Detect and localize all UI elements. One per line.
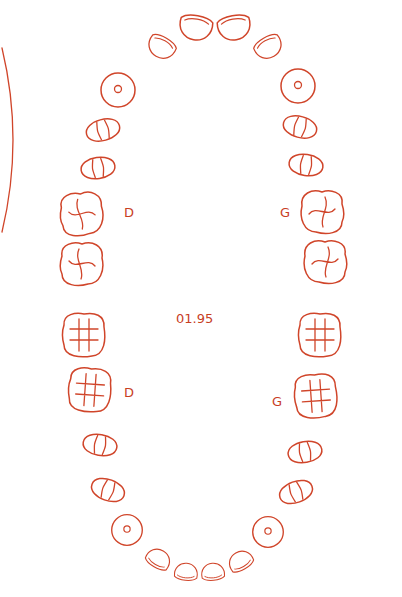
- premolar-tooth: [84, 115, 122, 144]
- incisor-tooth: [216, 13, 252, 43]
- incisor-tooth: [201, 562, 225, 581]
- molar-tooth: [67, 367, 112, 413]
- molar-tooth: [299, 313, 341, 356]
- premolar-tooth: [288, 152, 325, 178]
- canine-tooth: [281, 69, 315, 103]
- incisor-tooth: [143, 545, 173, 573]
- molar-tooth: [63, 313, 105, 356]
- incisor-tooth: [144, 31, 178, 63]
- incisor-tooth: [178, 13, 214, 43]
- premolar-tooth: [81, 432, 118, 459]
- molar-tooth: [60, 243, 103, 286]
- date-label: 01.95: [176, 312, 213, 325]
- arch-bracket: [2, 48, 13, 232]
- incisor-tooth: [225, 547, 255, 575]
- premolar-tooth: [80, 155, 117, 181]
- incisor-tooth: [252, 31, 286, 63]
- premolar-tooth: [286, 439, 323, 466]
- molar-tooth: [58, 191, 104, 237]
- molar-tooth: [301, 191, 344, 234]
- premolar-tooth: [281, 112, 319, 141]
- side-label: G: [272, 395, 282, 408]
- side-label: D: [124, 386, 134, 399]
- side-label: D: [124, 206, 134, 219]
- incisor-tooth: [174, 562, 198, 581]
- molar-tooth: [293, 373, 338, 419]
- premolar-tooth: [276, 476, 315, 507]
- canine-tooth: [112, 515, 143, 546]
- canine-tooth: [101, 73, 135, 107]
- molar-tooth: [304, 241, 347, 284]
- canine-tooth: [253, 517, 284, 548]
- side-label: G: [280, 206, 290, 219]
- premolar-tooth: [88, 474, 127, 505]
